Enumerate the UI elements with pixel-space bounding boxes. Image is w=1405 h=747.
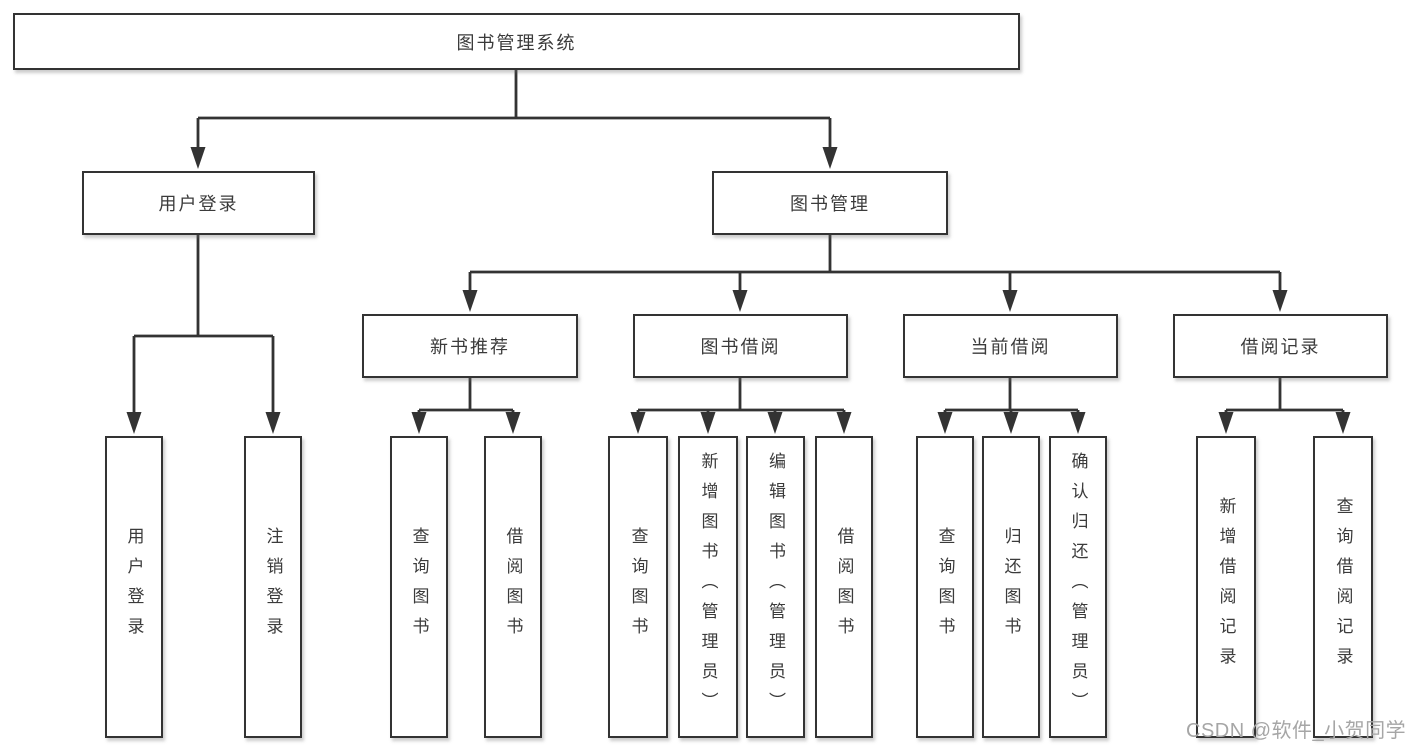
node-label: 借阅图书: [503, 527, 523, 647]
node-label: 归还图书: [1001, 527, 1021, 647]
leaf-borrow-add-books-admin: 新增图书（管理员）: [678, 436, 738, 738]
node-label: 新增借阅记录: [1216, 497, 1236, 677]
node-label: 图书管理: [790, 194, 870, 214]
leaf-current-return-books: 归还图书: [982, 436, 1040, 738]
node-label: 确认归还（管理员）: [1068, 452, 1088, 722]
node-label: 用户登录: [158, 194, 239, 214]
node-user-login: 用户登录: [82, 171, 315, 235]
leaf-newbook-borrow-books: 借阅图书: [484, 436, 542, 738]
node-label: 用户登录: [124, 527, 144, 647]
leaf-borrow-borrow-books: 借阅图书: [815, 436, 873, 738]
node-borrow-record: 借阅记录: [1173, 314, 1388, 378]
leaf-borrow-query-books: 查询图书: [608, 436, 668, 738]
leaf-current-query-books: 查询图书: [916, 436, 974, 738]
leaf-newbook-query-books: 查询图书: [390, 436, 448, 738]
node-label: 新增图书（管理员）: [698, 452, 718, 722]
node-label: 图书管理系统: [456, 32, 577, 53]
node-label: 当前借阅: [970, 337, 1051, 357]
node-label: 编辑图书（管理员）: [766, 452, 785, 722]
leaf-record-query-borrow-record: 查询借阅记录: [1313, 436, 1373, 738]
node-label: 注销登录: [263, 527, 283, 647]
leaf-user-login: 用户登录: [105, 436, 163, 738]
node-system-root: 图书管理系统: [13, 13, 1020, 70]
node-book-borrow: 图书借阅: [633, 314, 848, 378]
node-new-book-recommend: 新书推荐: [362, 314, 578, 378]
watermark: CSDN @软件_小贺同学: [1186, 720, 1405, 742]
node-current-borrow: 当前借阅: [903, 314, 1118, 378]
leaf-logout: 注销登录: [244, 436, 302, 738]
leaf-borrow-edit-books-admin: 编辑图书（管理员）: [746, 436, 805, 738]
node-label: 查询图书: [628, 527, 648, 647]
leaf-current-confirm-return-admin: 确认归还（管理员）: [1049, 436, 1107, 738]
node-label: 查询借阅记录: [1333, 497, 1353, 677]
node-label: 借阅记录: [1240, 337, 1321, 357]
arrowhead-icons: [126, 147, 1351, 434]
node-label: 借阅图书: [834, 527, 854, 647]
node-label: 图书借阅: [700, 337, 781, 357]
leaf-record-add-borrow-record: 新增借阅记录: [1196, 436, 1256, 738]
node-book-management: 图书管理: [712, 171, 948, 235]
node-label: 查询图书: [409, 527, 429, 647]
node-label: 查询图书: [935, 527, 955, 647]
node-label: 新书推荐: [430, 337, 510, 357]
